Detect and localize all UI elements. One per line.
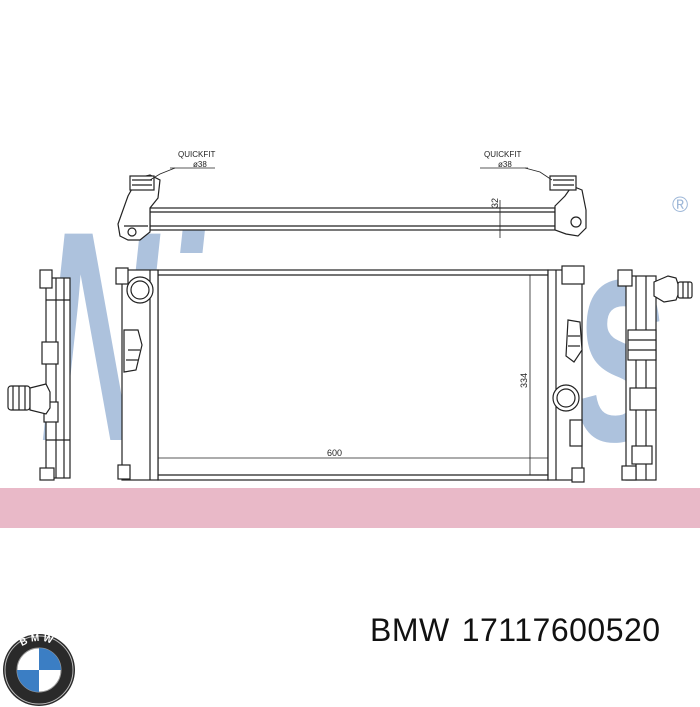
quickfit-label-right: QUICKFIT (484, 150, 521, 159)
bmw-logo: BMW (3, 633, 75, 706)
core-height-dimension: 334 (519, 373, 529, 388)
quickfit-diameter-right: ø38 (498, 160, 512, 169)
registered-mark: ® (672, 192, 688, 217)
right-side-view (617, 269, 693, 481)
part-caption: BMW 17117600520 (370, 612, 673, 649)
brand-name: BMW (370, 612, 450, 648)
tube-height-dimension: 32 (490, 198, 500, 208)
left-side-view (7, 269, 71, 481)
quickfit-diameter-left: ø38 (193, 160, 207, 169)
pink-background-band (0, 488, 700, 528)
front-view (115, 265, 585, 483)
part-number: 17117600520 (461, 612, 661, 648)
core-width-dimension: 600 (327, 448, 342, 458)
quickfit-label-left: QUICKFIT (178, 150, 215, 159)
top-view (117, 167, 587, 241)
